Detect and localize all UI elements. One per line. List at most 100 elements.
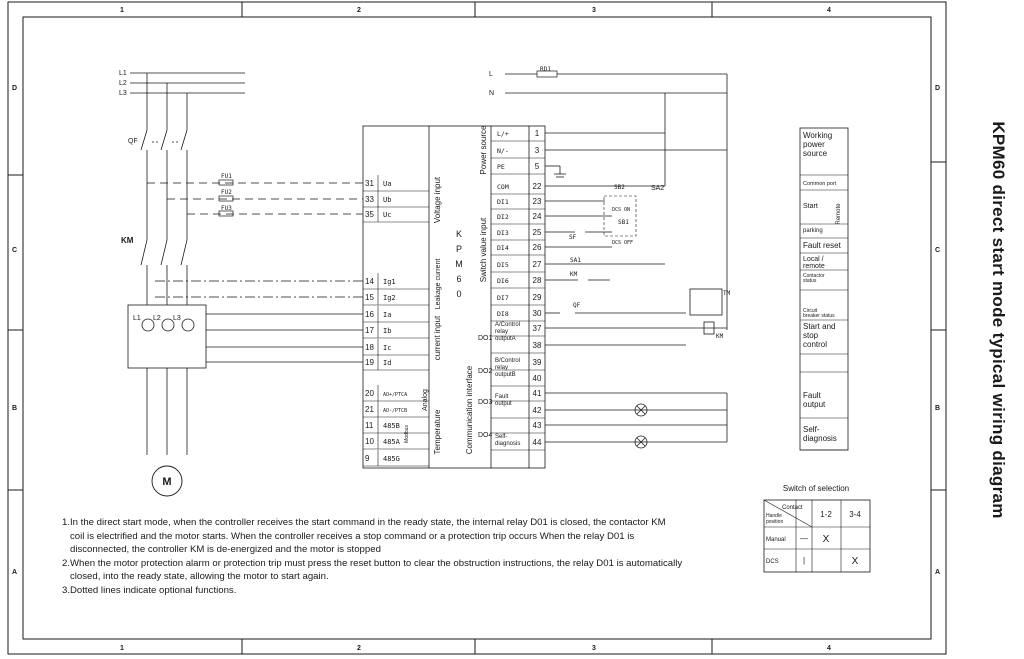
line-l1: L1 (119, 70, 127, 77)
frame-row-left: C (12, 247, 17, 254)
qf-aux-label: QF (573, 302, 581, 309)
terminal-number: 39 (533, 358, 542, 367)
legend-label: breaker status (803, 313, 835, 319)
selection-row-sym: — (800, 534, 808, 543)
note-line: disconnected, the controller KM is de-en… (62, 544, 381, 556)
kpm60-letter: 6 (456, 274, 461, 284)
terminal-signal: DI5 (497, 261, 509, 269)
terminal-number: 25 (533, 228, 542, 237)
terminal-signal: Id (383, 359, 391, 367)
terminal-number: 17 (365, 326, 374, 335)
kpm60-letter: M (455, 259, 463, 269)
selection-frame (763, 499, 871, 573)
note-line: 1.In the direct start mode, when the con… (62, 517, 666, 528)
terminal-signal: 485G (383, 455, 400, 463)
terminal-signal: L/+ (497, 130, 509, 138)
terminal-number: 35 (365, 210, 374, 219)
terminal-signal: AO+/PTCA (383, 392, 407, 398)
terminal-signal: PE (497, 163, 505, 171)
frame-col-bottom: 4 (827, 645, 831, 652)
terminal-signal: DI8 (497, 310, 509, 318)
selection-diag (763, 499, 813, 528)
fu1-label: FU1 (221, 173, 232, 180)
terminal-signal: 485B (383, 422, 400, 430)
selection-row-sym: | (803, 556, 805, 565)
dcs-off-label: DCS OFF (612, 240, 633, 246)
selection-contact: Contact (782, 505, 803, 511)
line-l2: L2 (119, 80, 127, 87)
terminal-number: 20 (365, 389, 374, 398)
controller-terminal-block (362, 125, 546, 469)
terminal-signal: AO-/PTCB (383, 408, 407, 414)
legend-label: Contactor (803, 273, 825, 279)
terminal-number: 29 (533, 293, 542, 302)
tm-label: TM (723, 290, 731, 297)
frame-col-top: 4 (827, 7, 831, 14)
terminal-signal: Ic (383, 344, 391, 352)
kpm60-letter: P (456, 244, 462, 254)
terminal-signal: DI2 (497, 213, 509, 221)
frame-row-right: A (935, 569, 940, 576)
legend-label: output (803, 400, 826, 409)
legend-label: source (803, 149, 828, 158)
frame-row-left: D (12, 85, 17, 92)
selection-row-label: DCS (766, 559, 779, 565)
do-desc-line: output (495, 401, 512, 407)
terminal-number: 24 (533, 212, 542, 221)
switch-selection-table: Switch of selectionContactHandleposition… (763, 484, 871, 573)
terminal-number: 30 (533, 309, 542, 318)
terminal-signal: 485A (383, 438, 401, 446)
temperature-label: Temperature (433, 409, 442, 454)
dcs-on-label: DCS ON (612, 207, 630, 213)
terminal-number: 14 (365, 277, 374, 286)
modbus-label: Modbus (404, 425, 410, 443)
terminal-signal: Ig2 (383, 294, 396, 302)
legend-label: Local / (803, 256, 824, 263)
frame-col-top: 3 (592, 7, 596, 14)
frame-col-bottom: 2 (357, 645, 361, 652)
frame-col-bottom: 3 (592, 645, 596, 652)
do-desc-line: Fault (495, 394, 509, 400)
ct-label: L2 (153, 315, 161, 322)
sa1-label: SA1 (570, 257, 581, 264)
selection-row-label: Manual (766, 537, 786, 543)
km-aux-label: KM (570, 271, 578, 278)
do-desc-line: relay (495, 365, 508, 371)
ct-symbol (161, 318, 175, 332)
motor-label: M (162, 476, 171, 488)
right-terminal-rows: 1L/+3N/-5PE22COM23DI124DI225DI326DI427DI… (491, 129, 545, 451)
wires (127, 72, 728, 455)
legend-label: parking (803, 228, 823, 234)
ct-label: L3 (173, 315, 181, 322)
leakage-current-label: Leakage current (435, 259, 442, 310)
legend-label: remote (803, 263, 825, 270)
legend-label: Fault reset (803, 241, 842, 250)
legend-label: Common port (803, 181, 837, 187)
selection-handle: Handle (766, 513, 782, 519)
selection-mark: X (823, 534, 830, 545)
terminal-number: 43 (533, 421, 542, 430)
do-desc-line: relay (495, 329, 508, 335)
do-descriptions: A/ControlrelayoutputAB/Controlrelayoutpu… (495, 322, 520, 447)
terminal-signal: DI3 (497, 229, 509, 237)
frame-row-left: A (12, 569, 17, 576)
diagram-title: KPM60 direct start mode typical wiring d… (989, 121, 1008, 519)
terminal-number: 42 (533, 406, 542, 415)
terminal-number: 9 (365, 454, 370, 463)
selection-title: Switch of selection (783, 484, 849, 493)
voltage-input-label: Voltage input (433, 176, 442, 223)
terminal-number: 27 (533, 260, 542, 269)
legend-label: Circuit (803, 308, 818, 314)
terminal-number: 1 (535, 129, 540, 138)
note-line: closed, into the ready state, allowing t… (62, 571, 329, 583)
analog-label: Analog (422, 389, 429, 411)
note-line: 3.Dotted lines indicate optional functio… (62, 584, 237, 596)
fu3-label: FU3 (221, 205, 232, 212)
fu2-label: FU2 (221, 189, 232, 196)
rd1-label: RD1 (540, 66, 551, 73)
terminal-signal: DI4 (497, 244, 509, 252)
note-line: coil is electrified and the motor starts… (62, 530, 635, 542)
